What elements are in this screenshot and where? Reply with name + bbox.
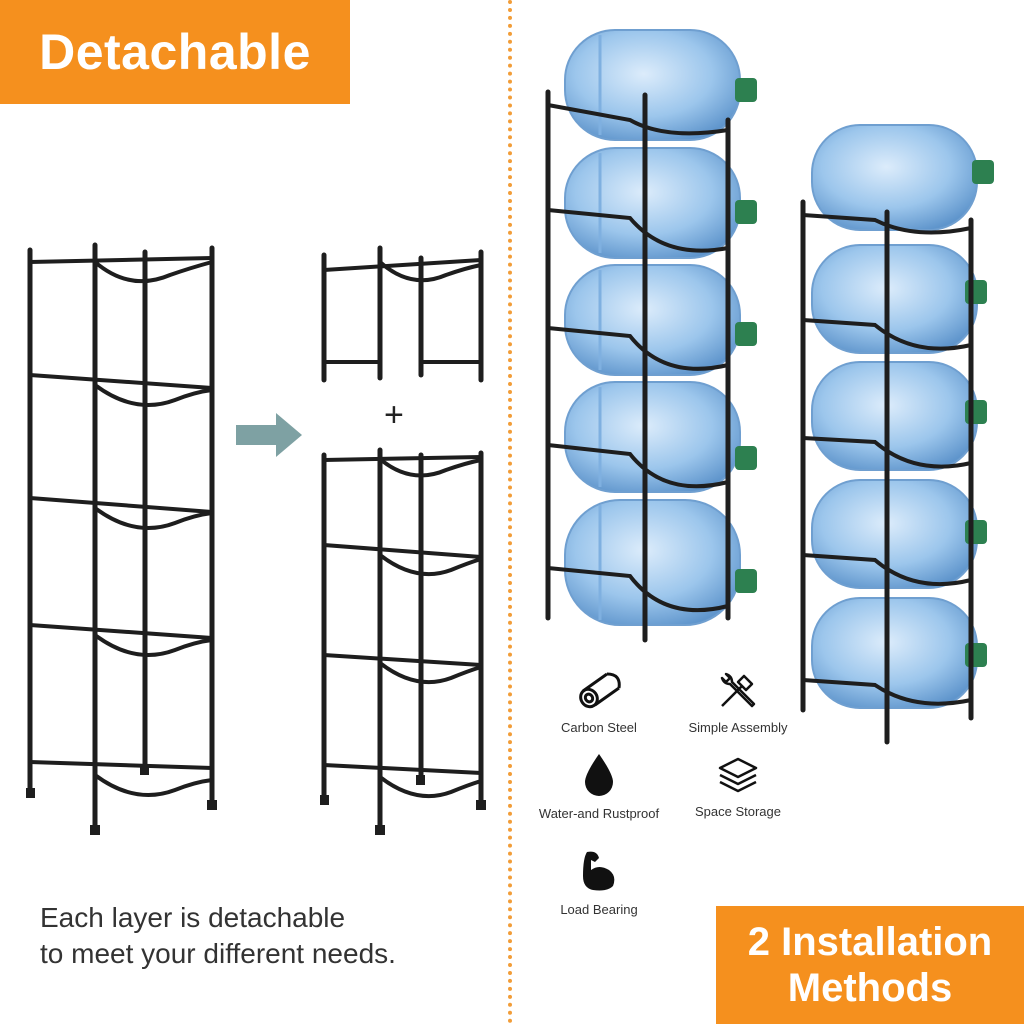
water-bottle [811, 244, 987, 354]
layers-icon [718, 757, 758, 793]
detachable-caption: Each layer is detachable to meet your di… [40, 900, 500, 972]
water-bottle [564, 29, 757, 141]
badge-line-1: 2 Installation [747, 920, 993, 964]
water-bottle [564, 264, 757, 376]
feature-simple-assembly: Simple Assembly [658, 668, 818, 735]
plus-icon: + [384, 396, 404, 434]
four-tier-section [320, 447, 486, 835]
feature-carbon-steel: Carbon Steel [519, 668, 679, 735]
water-drop-icon [585, 754, 613, 796]
feature-water-rustproof: Water-and Rustproof [519, 752, 679, 821]
pipe-icon [579, 672, 621, 709]
caption-line-2: to meet your different needs. [40, 938, 396, 969]
five-bottle-rack-alt [800, 124, 994, 745]
water-bottle [811, 597, 987, 709]
muscle-arm-icon [583, 851, 615, 891]
water-bottle [564, 147, 757, 259]
water-bottle [564, 499, 757, 626]
water-bottle [811, 479, 987, 589]
feature-label: Water-and Rustproof [538, 806, 660, 821]
feature-space-storage: Space Storage [658, 756, 818, 819]
caption-line-1: Each layer is detachable [40, 902, 346, 933]
tools-icon [720, 672, 756, 708]
feature-label: Carbon Steel [561, 720, 637, 735]
arrow-right-icon [236, 413, 302, 457]
detachable-badge: Detachable [0, 0, 350, 104]
single-tier-section [321, 245, 484, 383]
installation-methods-badge: 2 Installation Methods [716, 906, 1024, 1024]
feature-label: Space Storage [694, 804, 781, 819]
badge-line-2: Methods [787, 966, 953, 1010]
water-bottle [811, 361, 987, 471]
five-bottle-rack [545, 29, 757, 643]
feature-load-bearing: Load Bearing [519, 848, 679, 917]
five-tier-rack [26, 242, 217, 835]
water-bottle [811, 124, 994, 231]
dotted-divider [508, 0, 512, 1024]
water-bottle [564, 381, 757, 493]
feature-label: Simple Assembly [688, 720, 788, 735]
feature-label: Load Bearing [560, 902, 638, 917]
